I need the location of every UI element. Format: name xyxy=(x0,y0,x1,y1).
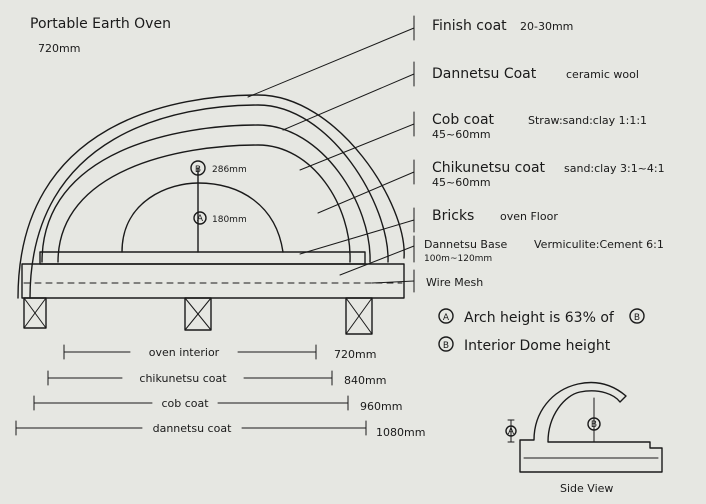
detail-cob-coat: Straw:sand:clay 1:1:1 xyxy=(528,114,647,127)
height-a-mark: A xyxy=(197,214,204,224)
dim-value-chikunetsu-coat: 840mm xyxy=(344,374,386,387)
note-a-mark: A xyxy=(443,313,450,323)
dim-label-chikunetsu-coat: chikunetsu coat xyxy=(139,372,227,385)
dim-label-oven-interior: oven interior xyxy=(149,346,220,359)
note-b-circle xyxy=(438,336,454,352)
dannetsu-coat-arc xyxy=(29,104,389,299)
side-view-label: Side View xyxy=(560,482,613,495)
detail-dannetsu-coat: ceramic wool xyxy=(566,68,639,81)
label-wire-mesh: Wire Mesh xyxy=(426,276,483,289)
thickness-cob-coat: 45~60mm xyxy=(432,128,491,141)
height-b-value: 286mm xyxy=(212,165,247,175)
detail-dannetsu-base: Vermiculite:Cement 6:1 xyxy=(534,238,664,251)
dannetsu-base xyxy=(21,263,405,299)
diagram-size: 720mm xyxy=(38,42,80,55)
label-chikunetsu-coat: Chikunetsu coat xyxy=(432,160,546,176)
bricks-floor xyxy=(39,251,366,265)
label-dannetsu-base: Dannetsu Base xyxy=(424,238,507,251)
thickness-dannetsu-base: 100m~120mm xyxy=(424,254,492,264)
thickness-chikunetsu-coat: 45~60mm xyxy=(432,176,491,189)
dim-label-dannetsu-coat: dannetsu coat xyxy=(153,422,232,435)
dimension-dannetsu-coat: dannetsu coat 1080mm xyxy=(15,420,425,439)
leader-lines xyxy=(247,15,415,293)
dim-value-cob-coat: 960mm xyxy=(360,400,402,413)
dimension-cob-coat: cob coat 960mm xyxy=(33,395,402,413)
finish-coat-arc xyxy=(17,94,405,299)
detail-chikunetsu-coat: sand:clay 3:1~4:1 xyxy=(564,162,665,175)
side-view-sketch: B A xyxy=(505,381,663,473)
dim-value-dannetsu-coat: 1080mm xyxy=(376,426,425,439)
label-finish-coat: Finish coat xyxy=(432,18,507,34)
chikunetsu-coat-arc xyxy=(57,144,351,263)
height-b-mark: B xyxy=(195,165,201,175)
note-b-mark: B xyxy=(443,341,449,351)
dim-label-cob-coat: cob coat xyxy=(161,397,209,410)
side-view-mark-a: A xyxy=(508,427,515,437)
note-b-text: Interior Dome height xyxy=(464,338,611,354)
label-dannetsu-coat: Dannetsu Coat xyxy=(432,66,537,82)
label-cob-coat: Cob coat xyxy=(432,112,495,128)
height-b-circle xyxy=(190,160,206,176)
note-a-ref: B xyxy=(634,313,640,323)
dim-value-oven-interior: 720mm xyxy=(334,348,376,361)
height-a-value: 180mm xyxy=(212,215,247,225)
label-bricks: Bricks xyxy=(432,208,474,224)
dimension-chikunetsu-coat: chikunetsu coat 840mm xyxy=(47,370,386,387)
note-a-circle xyxy=(438,308,454,324)
detail-finish-coat: 20-30mm xyxy=(520,20,573,33)
dimension-oven-interior: oven interior 720mm xyxy=(63,344,376,361)
note-a-text: Arch height is 63% of xyxy=(464,310,615,326)
detail-bricks: oven Floor xyxy=(500,210,558,223)
height-a-circle xyxy=(193,211,207,225)
side-view-mark-b: B xyxy=(591,420,597,430)
diagram-title: Portable Earth Oven xyxy=(30,16,171,32)
note-a-ref-circle xyxy=(629,308,645,324)
oven-feet xyxy=(23,297,373,335)
cob-coat-arc xyxy=(41,124,371,263)
